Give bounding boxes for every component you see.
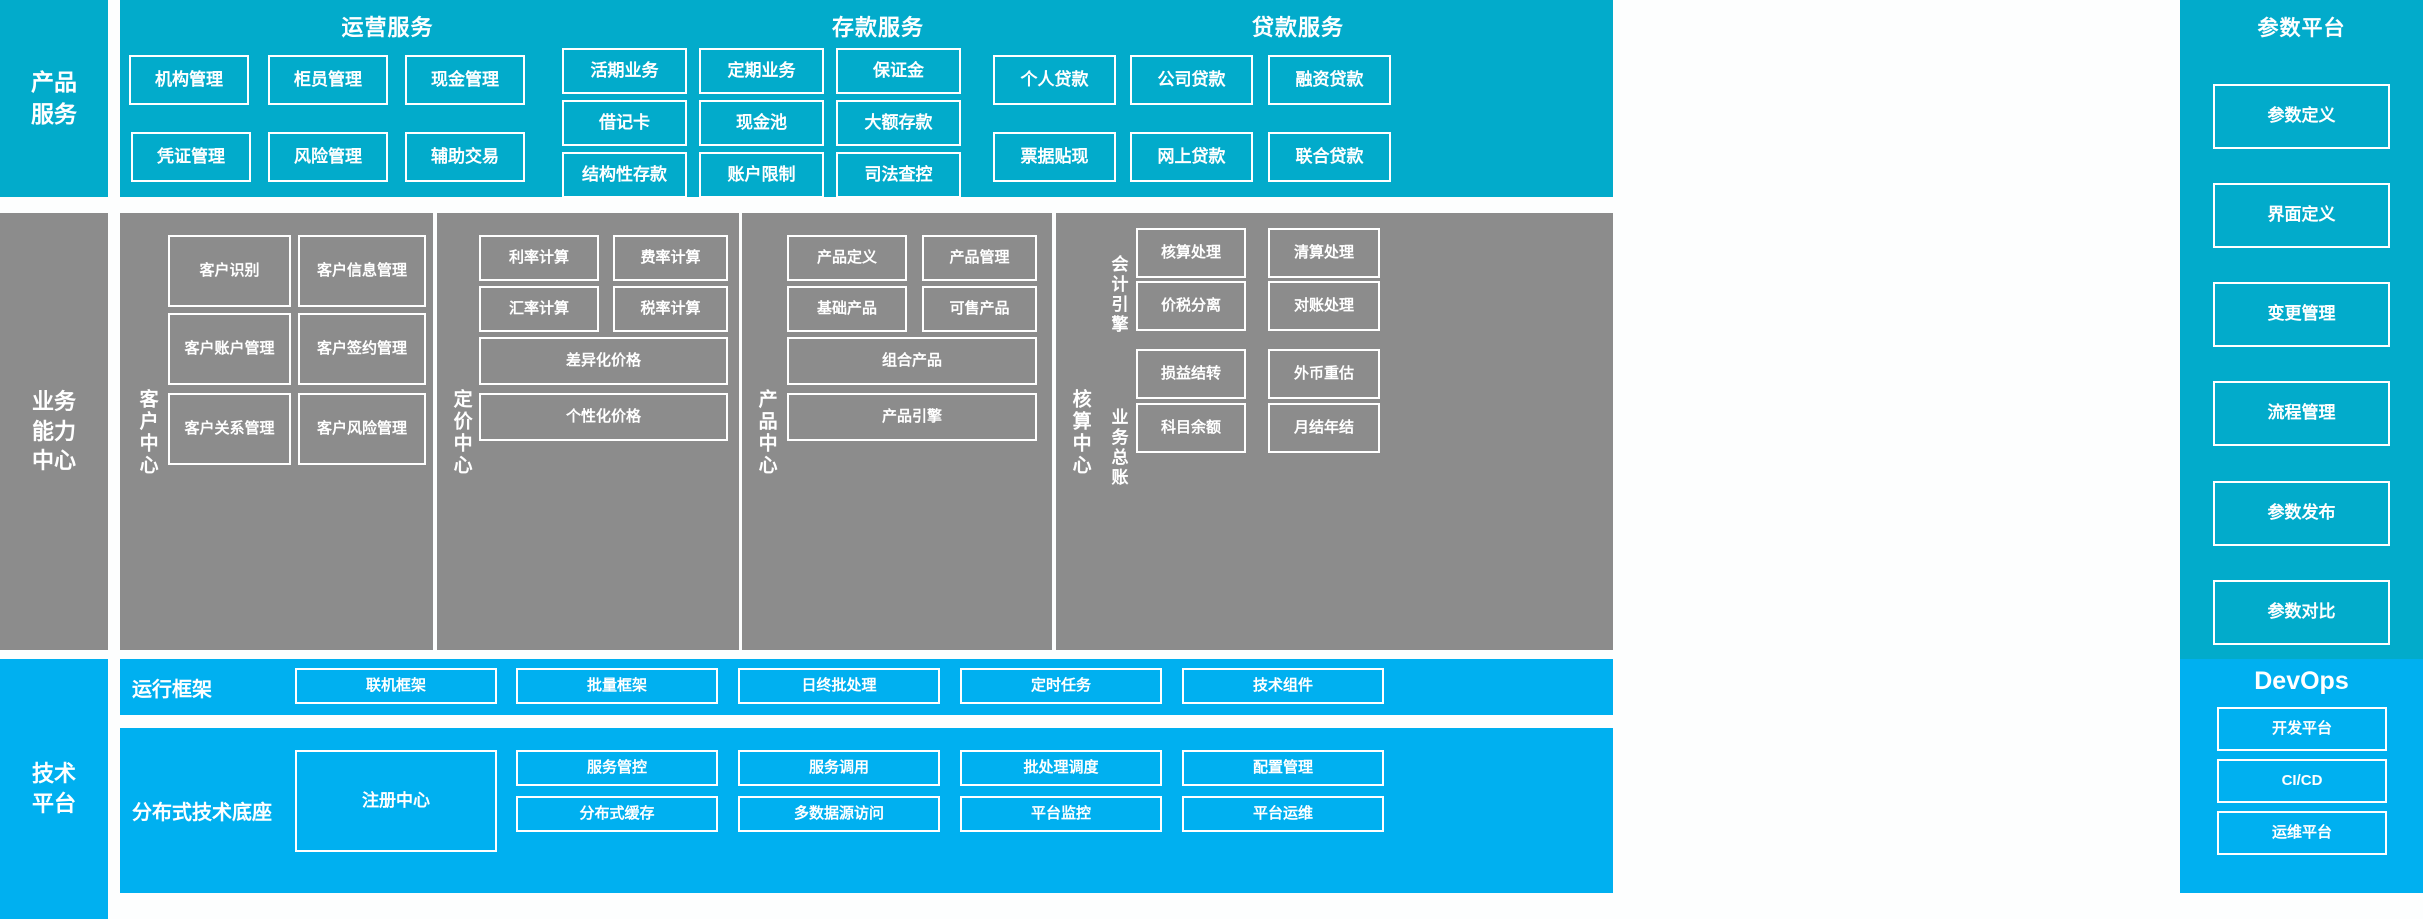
tile-accounting-2[interactable]: 清算处理 [1268, 228, 1380, 278]
center-accounting: 核算中心 会计引擎 业务总账 核算处理 清算处理 价税分离 对账处理 损益结转 … [1056, 213, 1613, 650]
tile-product-1[interactable]: 产品定义 [787, 235, 907, 281]
tile-operations-3[interactable]: 现金管理 [405, 55, 525, 105]
tile-deposit-1[interactable]: 活期业务 [562, 48, 687, 94]
tile-base-r2c2[interactable]: 多数据源访问 [738, 796, 940, 832]
tile-product-wide-1[interactable]: 组合产品 [787, 337, 1037, 385]
tile-deposit-7[interactable]: 结构性存款 [562, 152, 687, 198]
tile-runtime-3[interactable]: 日终批处理 [738, 668, 940, 704]
tile-pricing-wide-1[interactable]: 差异化价格 [479, 337, 728, 385]
tile-devops-1[interactable]: 开发平台 [2217, 707, 2387, 751]
tile-deposit-4[interactable]: 借记卡 [562, 100, 687, 146]
tile-operations-6[interactable]: 辅助交易 [405, 132, 525, 182]
tile-registry-center[interactable]: 注册中心 [295, 750, 497, 852]
parameter-platform-title: 参数平台 [2257, 17, 2346, 40]
tile-loan-2[interactable]: 公司贷款 [1130, 55, 1253, 105]
tile-customer-1[interactable]: 客户识别 [168, 235, 291, 307]
tile-pricing-3[interactable]: 汇率计算 [479, 286, 599, 332]
tile-runtime-2[interactable]: 批量框架 [516, 668, 718, 704]
tile-deposit-2[interactable]: 定期业务 [699, 48, 824, 94]
tile-deposit-6[interactable]: 大额存款 [836, 100, 961, 146]
tile-ledger-3[interactable]: 科目余额 [1136, 403, 1246, 453]
tile-runtime-4[interactable]: 定时任务 [960, 668, 1162, 704]
row-runtime-framework-label: 运行框架 [132, 678, 212, 701]
tile-param-4[interactable]: 流程管理 [2213, 381, 2390, 446]
tile-loan-1[interactable]: 个人贷款 [993, 55, 1116, 105]
tile-base-r2c1[interactable]: 分布式缓存 [516, 796, 718, 832]
tile-pricing-4[interactable]: 税率计算 [613, 286, 728, 332]
tile-product-3[interactable]: 基础产品 [787, 286, 907, 332]
center-pricing-label: 定价中心 [450, 389, 472, 477]
row-distributed-base: 分布式技术底座 注册中心 服务管控 服务调用 批处理调度 配置管理 分布式缓存 … [120, 728, 1613, 893]
tile-accounting-4[interactable]: 对账处理 [1268, 281, 1380, 331]
group-loan-service-title: 贷款服务 [1251, 15, 1344, 40]
panel-devops: DevOps 开发平台 CI/CD 运维平台 [2180, 659, 2423, 893]
tile-product-2[interactable]: 产品管理 [922, 235, 1037, 281]
tile-devops-2[interactable]: CI/CD [2217, 759, 2387, 803]
tile-param-3[interactable]: 变更管理 [2213, 282, 2390, 347]
tile-deposit-3[interactable]: 保证金 [836, 48, 961, 94]
row-distributed-base-label: 分布式技术底座 [132, 802, 272, 824]
tile-ledger-1[interactable]: 损益结转 [1136, 349, 1246, 399]
tile-loan-6[interactable]: 联合贷款 [1268, 132, 1391, 182]
tile-base-r2c4[interactable]: 平台运维 [1182, 796, 1384, 832]
tile-product-4[interactable]: 可售产品 [922, 286, 1037, 332]
tile-customer-5[interactable]: 客户关系管理 [168, 393, 291, 465]
tile-base-r1c2[interactable]: 服务调用 [738, 750, 940, 786]
tile-deposit-9[interactable]: 司法查控 [836, 152, 961, 198]
center-pricing: 定价中心 利率计算 费率计算 汇率计算 税率计算 差异化价格 个性化价格 [437, 213, 739, 650]
subgroup-accounting-engine-label: 会计引擎 [1108, 255, 1128, 335]
tile-pricing-wide-2[interactable]: 个性化价格 [479, 393, 728, 441]
tile-runtime-5[interactable]: 技术组件 [1182, 668, 1384, 704]
tile-customer-4[interactable]: 客户签约管理 [298, 313, 426, 385]
tile-customer-2[interactable]: 客户信息管理 [298, 235, 426, 307]
tile-base-r2c3[interactable]: 平台监控 [960, 796, 1162, 832]
tile-param-6[interactable]: 参数对比 [2213, 580, 2390, 645]
tile-runtime-1[interactable]: 联机框架 [295, 668, 497, 704]
rail-product-service: 产品 服务 [0, 0, 108, 197]
center-customer-label: 客户中心 [136, 389, 158, 477]
tile-base-r1c3[interactable]: 批处理调度 [960, 750, 1162, 786]
tile-loan-3[interactable]: 融资贷款 [1268, 55, 1391, 105]
group-loan-service: 贷款服务 个人贷款 公司贷款 融资贷款 票据贴现 网上贷款 联合贷款 [983, 0, 1613, 197]
tile-ledger-4[interactable]: 月结年结 [1268, 403, 1380, 453]
tile-customer-6[interactable]: 客户风险管理 [298, 393, 426, 465]
group-operations-service-title: 运营服务 [341, 15, 434, 40]
tile-base-r1c1[interactable]: 服务管控 [516, 750, 718, 786]
tile-operations-1[interactable]: 机构管理 [129, 55, 249, 105]
center-product-label: 产品中心 [755, 389, 777, 477]
tile-base-r1c4[interactable]: 配置管理 [1182, 750, 1384, 786]
tile-operations-5[interactable]: 风险管理 [268, 132, 388, 182]
tile-loan-5[interactable]: 网上贷款 [1130, 132, 1253, 182]
tile-accounting-1[interactable]: 核算处理 [1136, 228, 1246, 278]
rail-product-service-label: 产品 服务 [31, 69, 77, 127]
tile-customer-3[interactable]: 客户账户管理 [168, 313, 291, 385]
devops-title: DevOps [2254, 667, 2349, 695]
tile-loan-4[interactable]: 票据贴现 [993, 132, 1116, 182]
tile-ledger-2[interactable]: 外币重估 [1268, 349, 1380, 399]
group-deposit-service-title: 存款服务 [831, 15, 924, 40]
tile-product-wide-2[interactable]: 产品引擎 [787, 393, 1037, 441]
tile-param-5[interactable]: 参数发布 [2213, 481, 2390, 546]
center-product: 产品中心 产品定义 产品管理 基础产品 可售产品 组合产品 产品引擎 [742, 213, 1052, 650]
tile-pricing-1[interactable]: 利率计算 [479, 235, 599, 281]
rail-business-capability: 业务 能力 中心 [0, 213, 108, 650]
tile-param-1[interactable]: 参数定义 [2213, 84, 2390, 149]
rail-tech-platform: 技术 平台 [0, 659, 108, 919]
panel-parameter-platform: 参数平台 参数定义 界面定义 变更管理 流程管理 参数发布 参数对比 [2180, 0, 2423, 740]
center-customer: 客户中心 客户识别 客户信息管理 客户账户管理 客户签约管理 客户关系管理 客户… [120, 213, 433, 650]
rail-business-capability-label: 业务 能力 中心 [31, 388, 76, 474]
tile-deposit-5[interactable]: 现金池 [699, 100, 824, 146]
tile-operations-4[interactable]: 凭证管理 [131, 132, 251, 182]
center-accounting-label: 核算中心 [1069, 389, 1091, 477]
subgroup-general-ledger-label: 业务总账 [1108, 408, 1128, 488]
tile-param-2[interactable]: 界面定义 [2213, 183, 2390, 248]
tile-deposit-8[interactable]: 账户限制 [699, 152, 824, 198]
row-runtime-framework: 运行框架 联机框架 批量框架 日终批处理 定时任务 技术组件 [120, 659, 1613, 715]
tile-pricing-2[interactable]: 费率计算 [613, 235, 728, 281]
tile-accounting-3[interactable]: 价税分离 [1136, 281, 1246, 331]
tile-devops-3[interactable]: 运维平台 [2217, 811, 2387, 855]
rail-tech-platform-label: 技术 平台 [31, 761, 76, 816]
tile-operations-2[interactable]: 柜员管理 [268, 55, 388, 105]
